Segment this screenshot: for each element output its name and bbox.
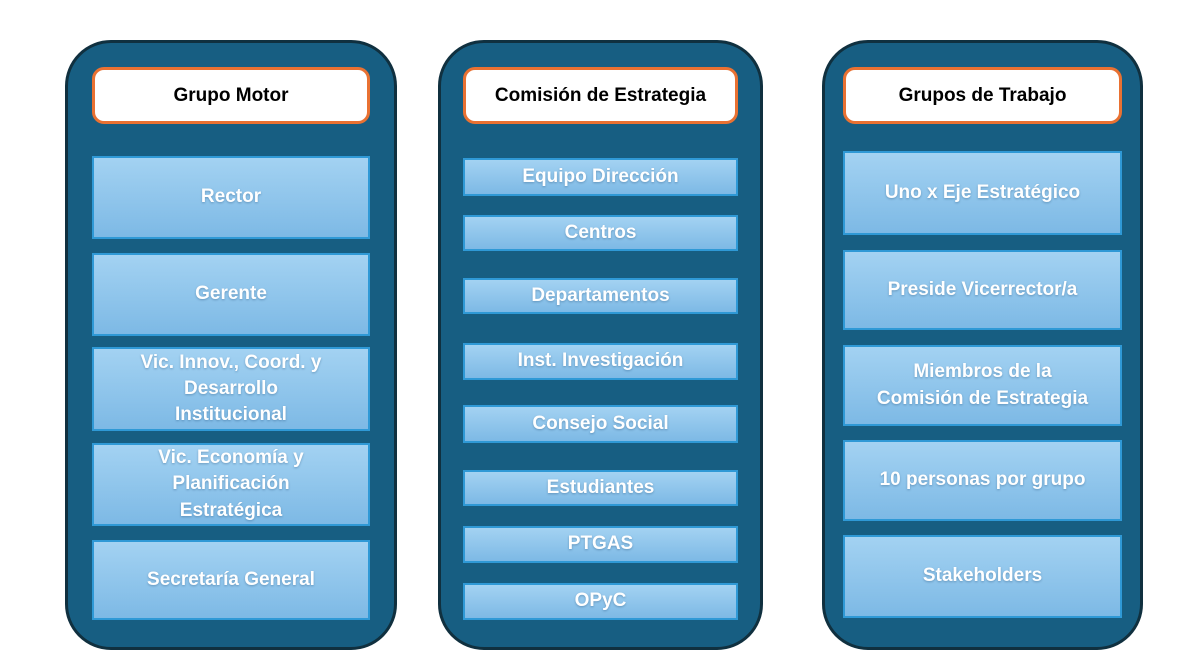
diagram-box: OPyC bbox=[463, 583, 738, 620]
diagram-box-label: Uno x Eje Estratégico bbox=[884, 181, 1081, 203]
diagram-box: 10 personas por grupo bbox=[843, 440, 1122, 521]
diagram-box-label: Gerente bbox=[195, 283, 267, 305]
pillar-header: Grupos de Trabajo bbox=[843, 67, 1122, 124]
diagram-box-label: Rector bbox=[200, 186, 262, 208]
diagram-box: Secretaría General bbox=[92, 540, 370, 620]
pillar-comision-de-estrategia: Comisión de Estrategia Equipo Dirección … bbox=[438, 40, 763, 650]
diagram-box: Equipo Dirección bbox=[463, 158, 738, 196]
diagram-box: Stakeholders bbox=[843, 535, 1122, 618]
pillar-header-label: Grupos de Trabajo bbox=[898, 84, 1067, 106]
diagram-box: Consejo Social bbox=[463, 405, 738, 443]
diagram-box-label: PTGAS bbox=[567, 533, 634, 555]
diagram-box: Uno x Eje Estratégico bbox=[843, 151, 1122, 235]
diagram-box-label: OPyC bbox=[574, 590, 627, 612]
diagram-box-label: Inst. Investigación bbox=[517, 350, 684, 372]
diagram-box-label: Equipo Dirección bbox=[522, 165, 679, 187]
diagram-box-label: Vic. Innov., Coord. y Desarrollo Institu… bbox=[140, 351, 322, 426]
diagram-box-label: Estudiantes bbox=[546, 476, 655, 498]
pillar-grupo-motor: Grupo Motor Rector Gerente Vic. Innov., … bbox=[65, 40, 397, 650]
diagram-box: Miembros de la Comisión de Estrategia bbox=[843, 345, 1122, 426]
diagram-box-label: Miembros de la Comisión de Estrategia bbox=[876, 361, 1089, 409]
pillar-header-label: Comisión de Estrategia bbox=[494, 84, 707, 106]
pillar-header: Grupo Motor bbox=[92, 67, 370, 124]
pillar-header-label: Grupo Motor bbox=[173, 84, 289, 106]
diagram-box: Centros bbox=[463, 215, 738, 251]
pillar-header: Comisión de Estrategia bbox=[463, 67, 738, 124]
diagram-box: PTGAS bbox=[463, 526, 738, 563]
diagram-box-label: Vic. Economía y Planificación Estratégic… bbox=[158, 447, 304, 521]
diagram-box: Vic. Innov., Coord. y Desarrollo Institu… bbox=[92, 347, 370, 431]
diagram-box: Gerente bbox=[92, 253, 370, 336]
diagram-box-label: Stakeholders bbox=[922, 565, 1043, 587]
diagram-box-label: Departamentos bbox=[531, 284, 670, 306]
pillar-grupos-de-trabajo: Grupos de Trabajo Uno x Eje Estratégico … bbox=[822, 40, 1143, 650]
diagram-box: Preside Vicerrector/a bbox=[843, 250, 1122, 330]
diagram-box-label: 10 personas por grupo bbox=[879, 469, 1086, 491]
diagram-box: Vic. Economía y Planificación Estratégic… bbox=[92, 443, 370, 526]
diagram-box: Rector bbox=[92, 156, 370, 239]
diagram-box: Departamentos bbox=[463, 278, 738, 314]
diagram-box-label: Consejo Social bbox=[532, 412, 669, 434]
diagram-box: Inst. Investigación bbox=[463, 343, 738, 380]
diagram-box-label: Preside Vicerrector/a bbox=[887, 278, 1078, 300]
diagram-box-label: Centros bbox=[564, 221, 637, 243]
diagram-box-label: Secretaría General bbox=[147, 568, 315, 590]
diagram-box: Estudiantes bbox=[463, 470, 738, 506]
